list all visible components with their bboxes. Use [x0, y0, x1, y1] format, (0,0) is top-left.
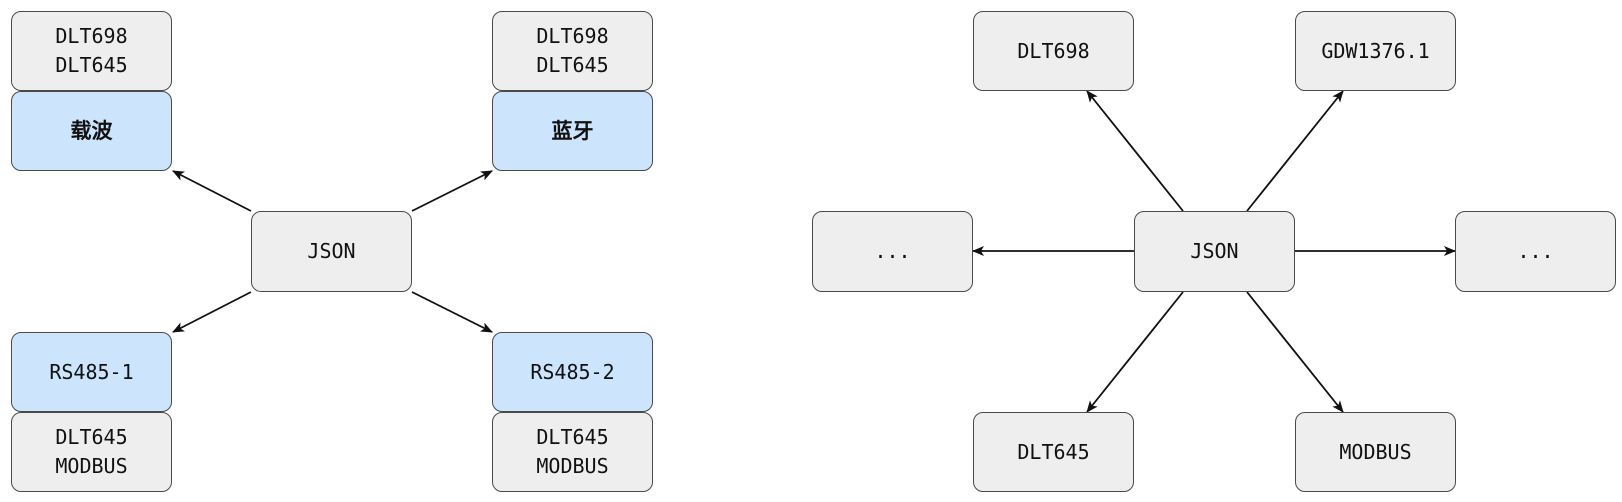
arrow-json-to-gdw1376	[1246, 90, 1344, 212]
channel-label: RS485-1	[49, 359, 134, 384]
protocol-label: MODBUS	[55, 454, 128, 478]
rs485-2-channel-node: RS485-2	[492, 332, 653, 412]
ellipsis-label: ...	[1517, 239, 1554, 263]
protocol-label: DLT698	[536, 24, 609, 48]
arrow-json-to-rs485-2	[411, 291, 493, 333]
protocol-label: DLT698	[1017, 38, 1090, 63]
arrow-json-to-dlt698	[1086, 90, 1184, 212]
arrow-json-to-carrier	[172, 170, 252, 212]
arrow-json-to-rs485-1	[172, 291, 252, 333]
protocol-label: DLT698	[55, 24, 128, 48]
arrow-json-to-dlt645	[1086, 291, 1184, 413]
ellipsis-label: ...	[874, 239, 911, 263]
protocol-label: DLT645	[536, 53, 609, 77]
dlt698-node: DLT698	[973, 11, 1134, 91]
left-top-left-protocols: DLT698 DLT645	[11, 11, 172, 91]
left-json-node: JSON	[251, 211, 412, 292]
protocol-label: MODBUS	[536, 454, 609, 478]
bluetooth-channel-node: 蓝牙	[492, 91, 653, 171]
arrow-json-to-modbus	[1246, 291, 1344, 413]
channel-label: RS485-2	[530, 359, 615, 384]
protocol-label: DLT645	[55, 53, 128, 77]
left-more-node: ...	[812, 211, 973, 292]
protocol-label: GDW1376.1	[1321, 38, 1430, 63]
channel-label: 蓝牙	[551, 118, 594, 143]
channel-label: 载波	[70, 118, 113, 143]
rs485-1-channel-node: RS485-1	[11, 332, 172, 412]
protocol-label: DLT645	[536, 425, 609, 449]
protocol-label: DLT645	[55, 425, 128, 449]
json-label: JSON	[1190, 239, 1239, 263]
carrier-channel-node: 载波	[11, 91, 172, 171]
right-more-node: ...	[1455, 211, 1616, 292]
left-top-right-protocols: DLT698 DLT645	[492, 11, 653, 91]
modbus-node: MODBUS	[1295, 412, 1456, 492]
arrow-json-to-bluetooth	[411, 170, 493, 212]
left-bottom-right-protocols: DLT645 MODBUS	[492, 412, 653, 492]
right-json-node: JSON	[1134, 211, 1295, 292]
dlt645-node: DLT645	[973, 412, 1134, 492]
gdw1376-node: GDW1376.1	[1295, 11, 1456, 91]
protocol-label: DLT645	[1017, 439, 1090, 464]
protocol-label: MODBUS	[1339, 439, 1412, 464]
json-label: JSON	[307, 239, 356, 263]
left-bottom-left-protocols: DLT645 MODBUS	[11, 412, 172, 492]
